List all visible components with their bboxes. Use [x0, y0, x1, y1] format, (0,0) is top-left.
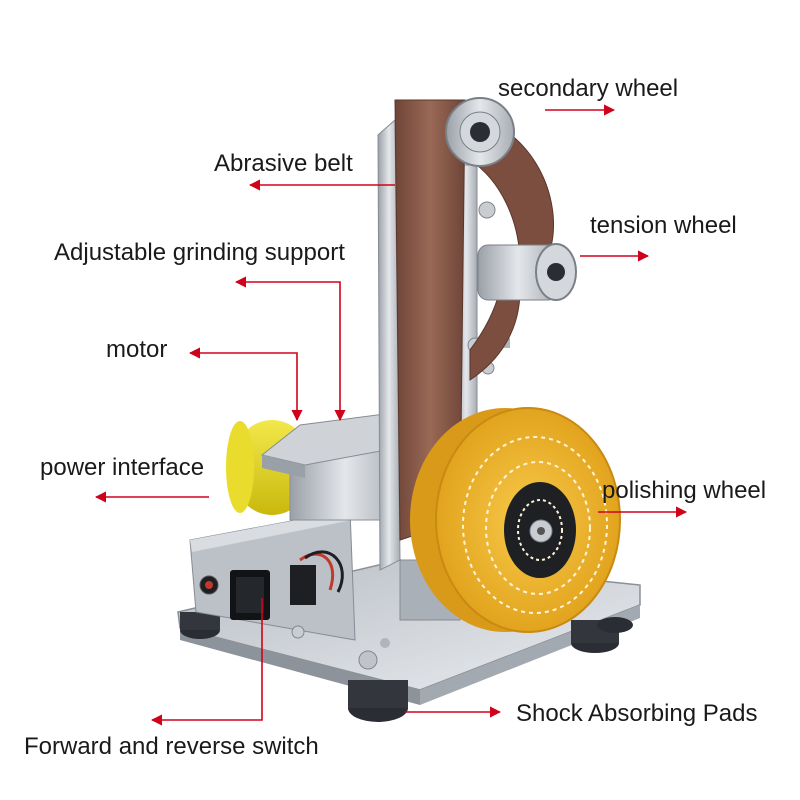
label-polishing-wheel: polishing wheel	[602, 477, 767, 504]
tension-wheel	[477, 243, 577, 301]
label-motor: motor	[106, 336, 168, 363]
label-power-interface: power interface	[40, 454, 205, 481]
shock-pad	[348, 680, 408, 722]
label-switch: Forward and reverse switch	[24, 733, 319, 760]
leader-arrows	[94, 104, 688, 726]
label-secondary-wheel: secondary wheel	[498, 75, 679, 102]
shock-pad	[597, 617, 633, 633]
label-abrasive-belt: Abrasive belt	[214, 150, 353, 177]
arrow-switch	[150, 598, 263, 726]
polishing-wheel	[410, 407, 621, 633]
label-shock-pads: Shock Absorbing Pads	[516, 700, 758, 727]
secondary-wheel	[445, 97, 515, 167]
abrasive-belt	[394, 99, 554, 541]
label-grinding-support: Adjustable grinding support	[54, 239, 345, 266]
nut	[358, 638, 390, 670]
label-tension-wheel: tension wheel	[590, 212, 737, 239]
shock-pad	[180, 612, 220, 639]
arrow-grinding-support	[234, 276, 346, 422]
arrow-motor	[188, 347, 303, 422]
